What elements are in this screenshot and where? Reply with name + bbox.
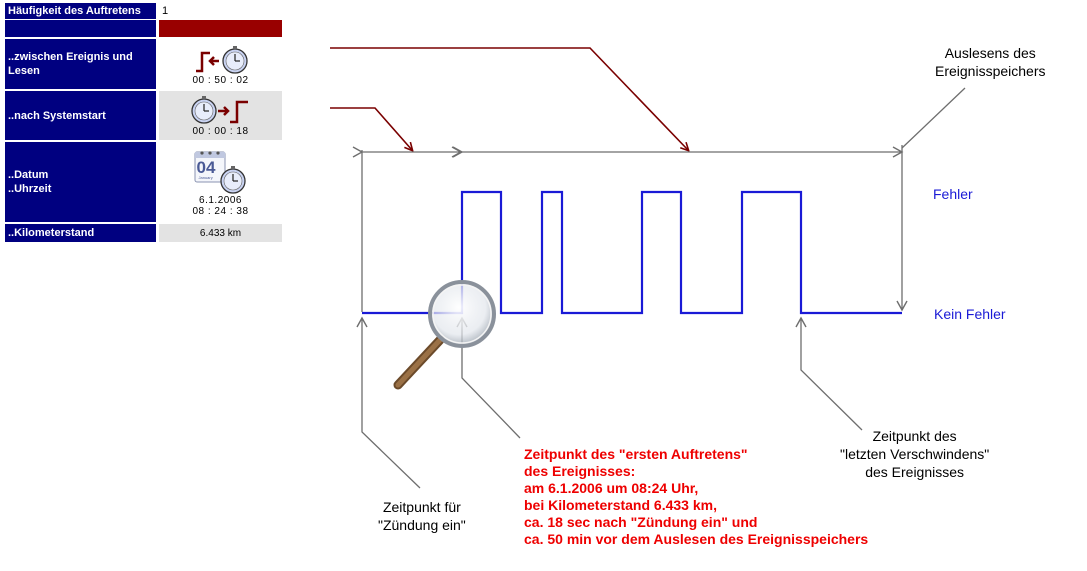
value-event-to-read: 00 : 50 : 02: [159, 39, 282, 89]
calendar-clock-icon: 04 January: [193, 149, 249, 195]
table-row-after-start: ..nach Systemstart 00 : 00 : 18: [5, 91, 282, 140]
table-row-event-to-read: ..zwischen Ereignis und Lesen 00 : 50 : …: [5, 39, 282, 89]
label-date-time: ..Datum ..Uhrzeit: [5, 142, 156, 222]
label-frequency: Häufigkeit des Auftretens: [5, 3, 156, 19]
label-event-to-read: ..zwischen Ereignis und Lesen: [5, 39, 156, 89]
signal-waveform: [362, 190, 902, 315]
first-occurrence-label: Zeitpunkt des "ersten Auftretens" des Er…: [524, 446, 869, 547]
label-mileage: ..Kilometerstand: [5, 224, 156, 242]
event-info-table: Häufigkeit des Auftretens 1 ..zwischen E…: [5, 3, 282, 244]
pointer-last-disappear: [795, 316, 863, 431]
pointer-arrow-start: [330, 107, 412, 150]
table-row-frequency: Häufigkeit des Auftretens 1: [5, 3, 282, 19]
label-empty: [5, 20, 156, 37]
dimension-arrows: [352, 87, 966, 312]
value-date-time: 04 January 6.1.2006 08 : 24 : 38: [159, 142, 282, 222]
state-low-label: Kein Fehler: [934, 306, 1006, 322]
table-row-date-time: ..Datum ..Uhrzeit 04 January 6.1.2006: [5, 142, 282, 222]
event-to-clock-icon: [192, 45, 250, 75]
value-frequency: 1: [159, 3, 282, 19]
ignition-label: Zeitpunkt für "Zündung ein": [378, 499, 466, 533]
calendar-day: 04: [196, 158, 216, 177]
table-row-separator: [5, 20, 282, 37]
state-high-label: Fehler: [933, 186, 973, 202]
label-after-start: ..nach Systemstart: [5, 91, 156, 140]
reading-label: Auslesens des Ereignisspeichers: [935, 45, 1046, 79]
table-row-mileage: ..Kilometerstand 6.433 km: [5, 224, 282, 242]
pointer-ignition: [356, 316, 421, 489]
calendar-month: January: [198, 175, 213, 180]
magnifier-icon: [393, 280, 496, 390]
last-disappear-label: Zeitpunkt des "letzten Verschwindens" de…: [840, 428, 990, 480]
value-after-start: 00 : 00 : 18: [159, 91, 282, 140]
value-red-bar: [159, 20, 282, 37]
clock-to-event-icon: [190, 96, 252, 126]
value-mileage: 6.433 km: [159, 224, 282, 242]
pointer-arrow-read: [330, 47, 688, 150]
